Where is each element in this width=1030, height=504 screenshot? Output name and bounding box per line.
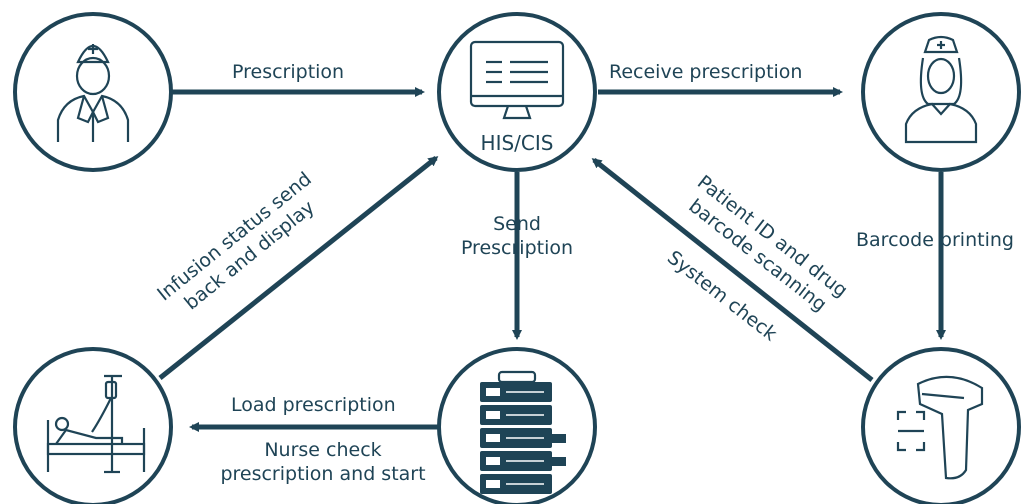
computer-monitor-icon [469, 40, 565, 120]
patient-node [13, 347, 173, 504]
edge-label-send-prescription: Send Prescription [440, 212, 594, 260]
barcode-scanner-icon [896, 375, 984, 480]
infusion-pump-stack-icon [480, 370, 566, 494]
arrow-scanner-to-his [591, 158, 874, 382]
send-line-1: Send [493, 213, 541, 235]
his-node-label: HIS/CIS [481, 131, 554, 155]
nurse-icon [904, 35, 978, 144]
send-line-2: Prescription [460, 237, 574, 259]
edge-label-load-prescription: Load prescription [231, 394, 396, 416]
edge-label-receive-prescription: Receive prescription [609, 61, 803, 83]
edge-label-nurse-check: Nurse check prescription and start [205, 438, 441, 486]
scanner-node [861, 347, 1021, 504]
doctor-icon [56, 44, 130, 142]
arrow-patient-to-his [158, 156, 439, 380]
nurse-check-line-1: Nurse check [264, 439, 382, 461]
edge-label-barcode-printing: Barcode printing [856, 229, 1014, 251]
doctor-node [13, 12, 173, 172]
edge-label-prescription: Prescription [232, 61, 345, 83]
nurse-check-line-2: prescription and start [220, 463, 426, 485]
his-node [437, 12, 597, 172]
patient-bed-iv-icon [46, 374, 146, 474]
